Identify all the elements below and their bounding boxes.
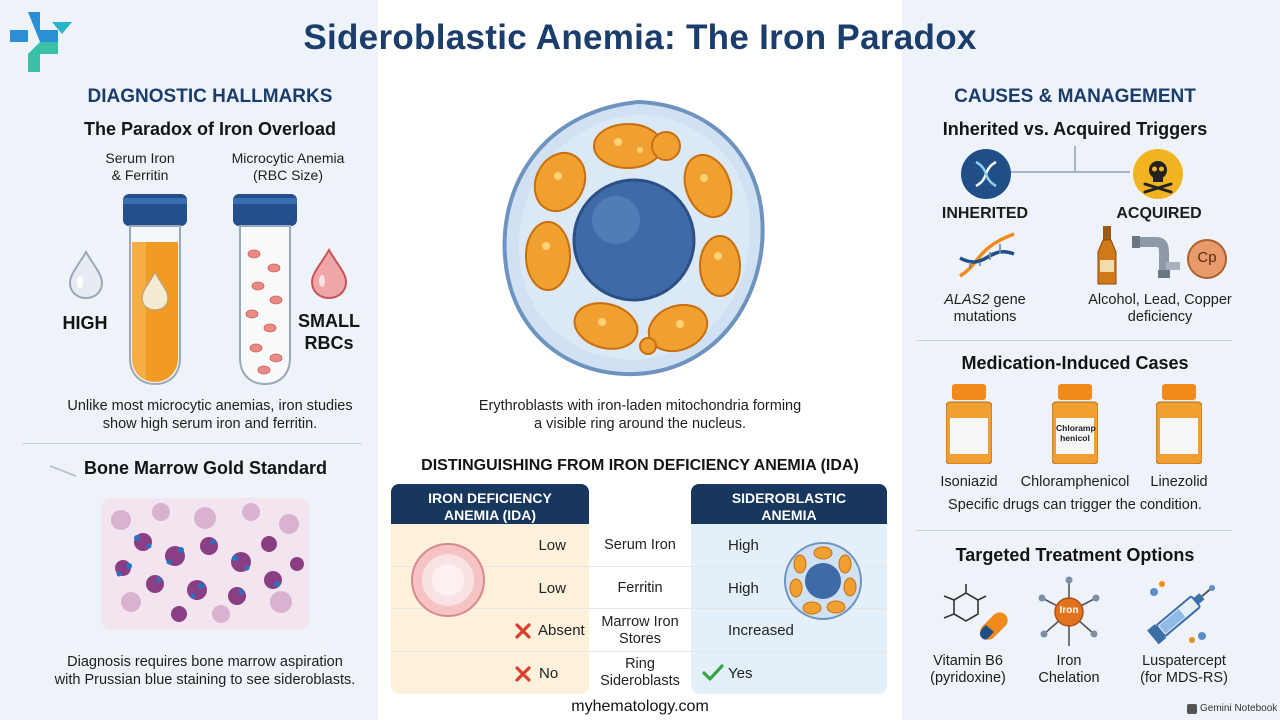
sa-sideroblast-cell <box>784 542 862 620</box>
ida-ring-sideroblasts: No <box>539 665 559 682</box>
check-icon <box>702 664 724 681</box>
ida-red-cell <box>411 543 485 617</box>
left-divider <box>22 443 362 444</box>
copper-icon <box>1187 239 1227 279</box>
sa-marrow-iron: Increased <box>728 622 794 639</box>
lead-pipe-icon <box>1132 236 1180 278</box>
sa-ring-sideroblasts: Yes <box>728 665 753 682</box>
paradox-heading: The Paradox of Iron Overload <box>83 119 337 139</box>
iron-drop-icon <box>68 250 104 300</box>
pipette-icon <box>49 465 77 477</box>
drug-linezolid: Linezolid <box>1150 474 1208 490</box>
acquired-label: ACQUIRED <box>1116 205 1202 222</box>
paradox-caption: Unlike most microcytic anemias, iron stu… <box>67 398 353 432</box>
ida-ferritin: Low <box>538 580 566 597</box>
row-divider <box>391 566 887 567</box>
bone-marrow-smear-image <box>101 498 309 630</box>
right-divider-2 <box>916 530 1232 531</box>
cross-icon <box>515 666 531 682</box>
dna-helix-icon <box>959 232 1015 278</box>
footer-url: myhematology.com <box>571 698 709 715</box>
high-label: HIGH <box>62 313 108 333</box>
triggers-heading: Inherited vs. Acquired Triggers <box>942 119 1208 139</box>
marrow-caption: Diagnosis requires bone marrow aspiratio… <box>54 654 356 688</box>
treatment-luspatercept: Luspatercept(for MDS-RS) <box>1140 653 1228 686</box>
ida-serum-iron: Low <box>538 537 566 554</box>
cell-caption: Erythroblasts with iron-laden mitochondr… <box>478 398 802 432</box>
linezolid-bottle-icon <box>1156 384 1202 464</box>
comparison-heading: DISTINGUISHING FROM IRON DEFICIENCY ANEM… <box>421 457 859 474</box>
dna-badge-icon <box>961 149 1011 199</box>
drug-chloramphenicol: Chloramphenicol <box>1020 474 1130 490</box>
watermark: Gemini Notebook <box>1200 703 1278 714</box>
medication-heading: Medication-Induced Cases <box>961 353 1189 373</box>
pyridoxine-icon <box>943 584 1008 640</box>
serum-tube <box>123 194 187 386</box>
row-divider <box>391 651 887 652</box>
isoniazid-bottle-icon <box>946 384 992 464</box>
page-title: Sideroblastic Anemia: The Iron Paradox <box>303 18 977 57</box>
row-label-serum-iron: Serum Iron <box>604 537 676 553</box>
chloramphenicol-bottle-icon <box>1052 384 1098 464</box>
copper-symbol: Cp <box>1197 249 1217 266</box>
medication-caption: Specific drugs can trigger the condition… <box>948 497 1202 513</box>
alcohol-bottle-icon <box>1097 226 1117 285</box>
drug-isoniazid: Isoniazid <box>940 474 998 490</box>
diagnostic-hallmarks-heading: DIAGNOSTIC HALLMARKS <box>87 86 333 107</box>
row-divider <box>391 608 887 609</box>
row-label-ferritin: Ferritin <box>617 580 663 596</box>
inherited-desc: ALAS2 gene mutations <box>944 292 1026 325</box>
tube1-label: Serum Iron& Ferritin <box>105 150 175 183</box>
rbc-tube <box>233 194 297 386</box>
ida-marrow-iron: Absent <box>538 622 585 639</box>
causes-management-heading: CAUSES & MANAGEMENT <box>954 86 1196 107</box>
notebook-icon <box>1187 704 1197 714</box>
skull-badge-icon <box>1133 149 1183 199</box>
iron-symbol: Iron <box>1059 605 1079 616</box>
sa-ferritin: High <box>728 580 759 597</box>
right-divider-1 <box>916 340 1232 341</box>
blood-drop-icon <box>310 248 348 300</box>
treatment-heading: Targeted Treatment Options <box>955 545 1195 565</box>
ringed-sideroblast-cell <box>502 99 765 377</box>
treatment-vitamin-b6: Vitamin B6(pyridoxine) <box>930 653 1006 686</box>
iron-chelation-icon <box>1038 576 1100 646</box>
sa-serum-iron: High <box>728 537 759 554</box>
logo-icon <box>10 12 72 72</box>
bone-marrow-heading: Bone Marrow Gold Standard <box>84 458 328 478</box>
luspatercept-syringe-icon <box>1147 581 1215 645</box>
cross-icon <box>515 623 531 639</box>
connector-lines <box>1010 146 1130 173</box>
inherited-label: INHERITED <box>941 205 1029 222</box>
tube2-label: Microcytic Anemia(RBC Size) <box>231 150 345 183</box>
